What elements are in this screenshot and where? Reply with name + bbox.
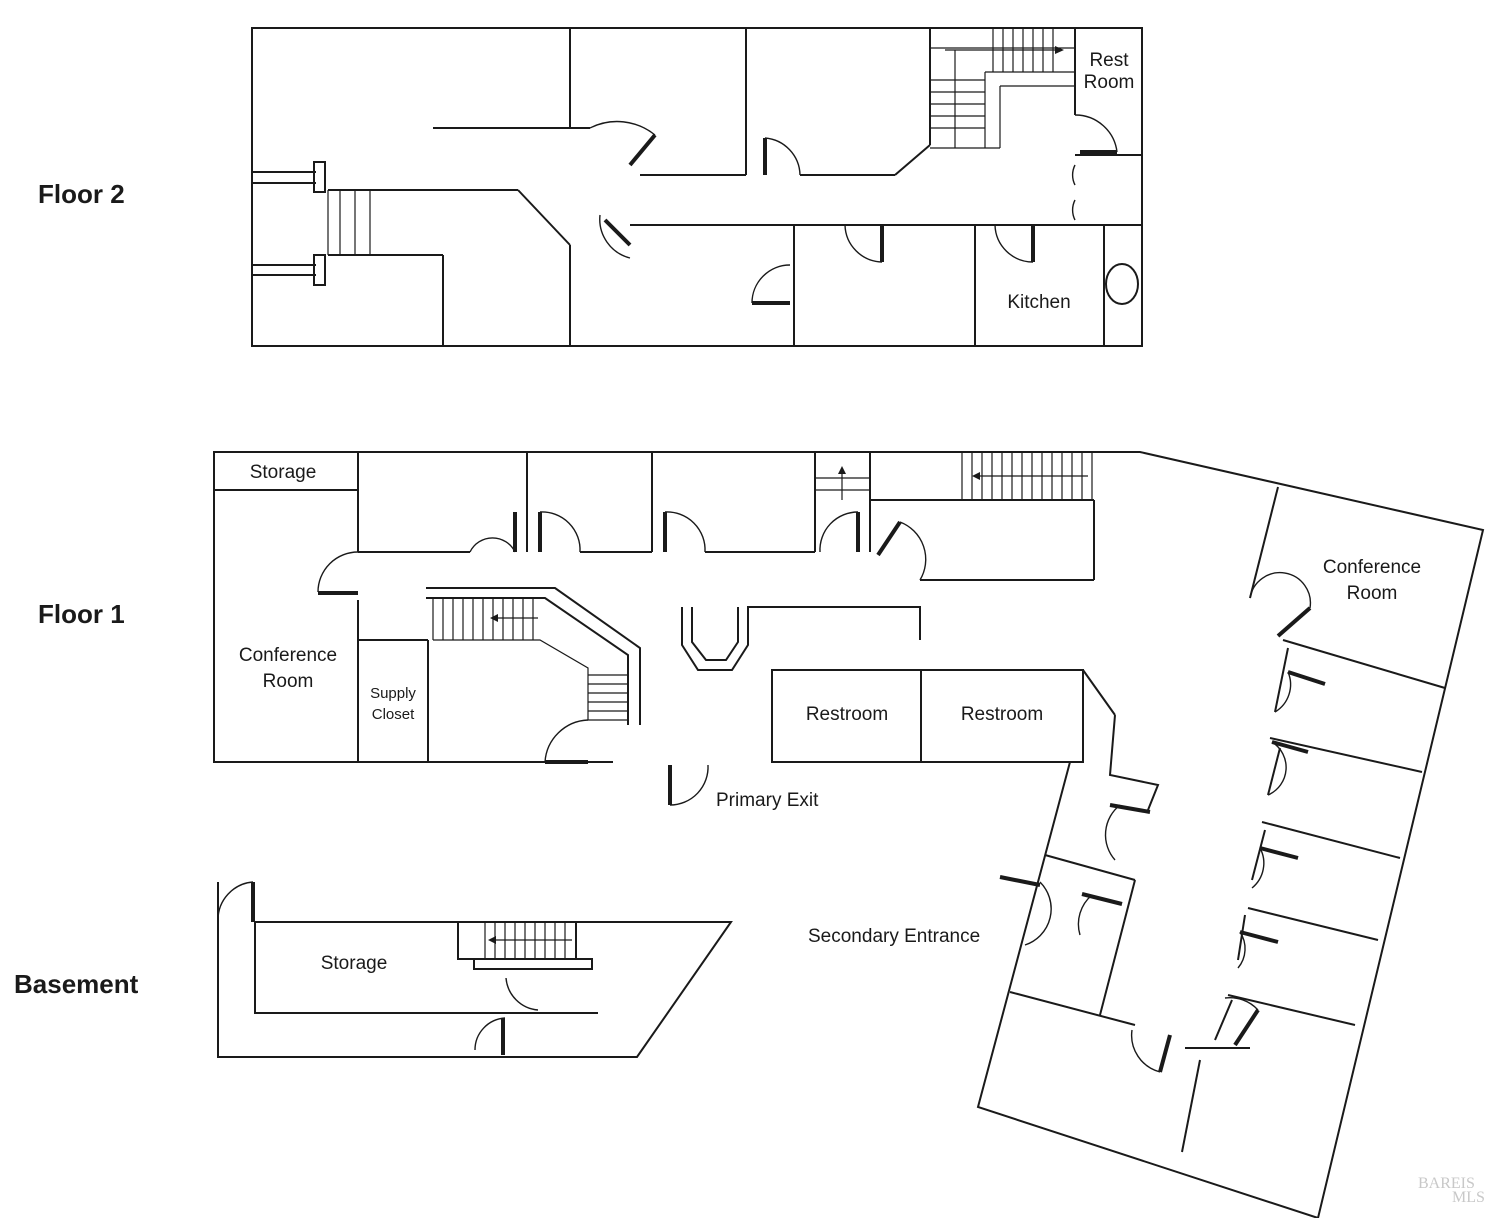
mls-watermark-2: MLS (1452, 1189, 1485, 1206)
floor-1-supply-closet-label-2: Closet (372, 706, 415, 723)
floor-2-restroom-label-2: Room (1084, 72, 1135, 93)
floor-2-kitchen-label: Kitchen (1007, 292, 1070, 313)
secondary-entrance-label: Secondary Entrance (808, 926, 980, 947)
floor-1-storage-label: Storage (250, 462, 317, 483)
floor-2-plan (251, 27, 1143, 347)
floor-1-north-stairs (815, 452, 1093, 500)
floor-2-stairs (930, 28, 1075, 149)
floor-1-restroom-b-label: Restroom (961, 704, 1043, 725)
mls-watermark: BAREIS (1418, 1175, 1475, 1192)
primary-exit-label: Primary Exit (716, 790, 819, 811)
floor-1-plan (213, 451, 1485, 1218)
floor-1-main-stairs (426, 587, 641, 725)
floor-1-restroom-a-label: Restroom (806, 704, 888, 725)
basement-storage-label: Storage (321, 953, 388, 974)
floor-1-conference-east-label-2: Room (1347, 583, 1398, 604)
basement-label: Basement (14, 969, 139, 999)
floor-1-conference-west-label-2: Room (263, 671, 314, 692)
basement-plan (217, 881, 733, 1058)
floor-1-conference-east-label: Conference (1323, 557, 1421, 578)
floor-1-conference-west-label: Conference (239, 645, 337, 666)
floor-2-label: Floor 2 (38, 179, 125, 209)
floor-1-supply-closet-label: Supply (370, 685, 416, 702)
floor-2-restroom-label: Rest (1089, 50, 1129, 71)
floor-1-label: Floor 1 (38, 599, 125, 629)
